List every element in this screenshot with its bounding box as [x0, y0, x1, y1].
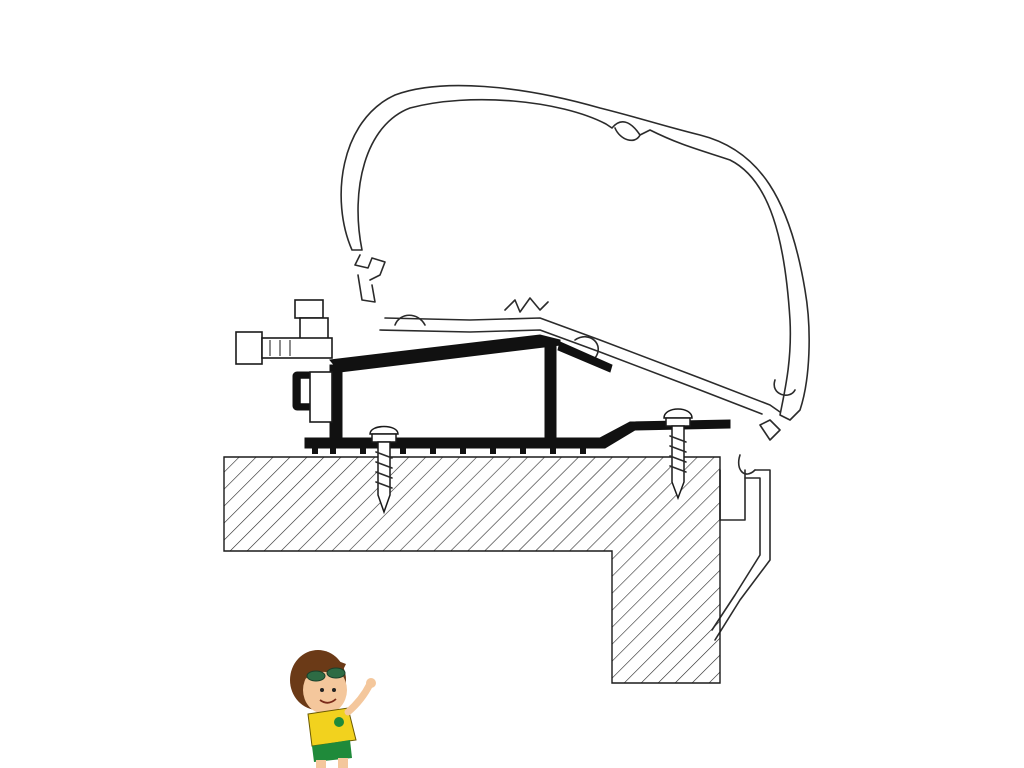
rail-teeth: [312, 448, 586, 454]
wood-screw-right: [663, 408, 693, 501]
hex-bolt-clamp: [235, 299, 334, 423]
awning-case-outline: [340, 84, 810, 641]
sunglasses-right: [326, 667, 346, 679]
roof-wall-section: [223, 456, 721, 684]
adapter-rail: [304, 334, 731, 454]
wood-screw-left: [369, 425, 399, 515]
awning-wall-arm: [379, 297, 781, 415]
top-nut: [294, 299, 324, 319]
mascot-boy: [290, 650, 376, 768]
sunglasses-left: [306, 670, 326, 682]
bolt-shank: [261, 337, 333, 359]
mascot-shirt: [307, 707, 357, 747]
clamp-nut: [309, 371, 333, 423]
bolt-head: [235, 331, 263, 365]
shirt-badge: [334, 717, 344, 727]
mascot-shorts: [312, 740, 352, 762]
mascot-arm: [344, 680, 374, 716]
